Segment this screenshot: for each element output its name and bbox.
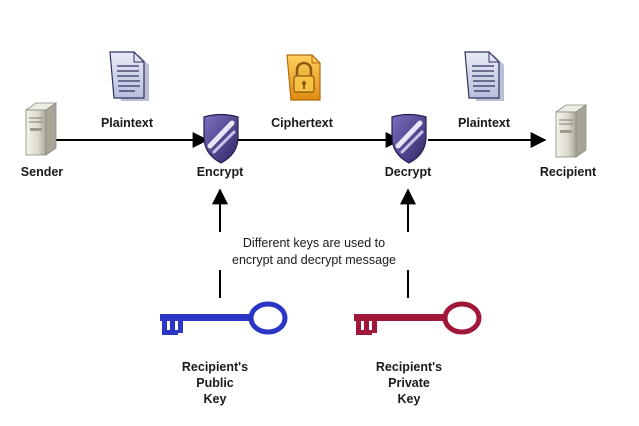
public-key-icon [160,301,288,335]
private-key-label-line-2: Private [388,376,430,390]
plaintext-document-icon-2 [464,51,504,101]
lock-file-icon [286,54,321,101]
note-line-1: Different keys are used to [243,236,385,250]
public-key-label-line-2: Public [196,376,234,390]
private-key-icon [354,301,482,335]
plaintext-document-icon [109,51,149,101]
decrypt-shield-icon [391,113,427,164]
decrypt-label: Decrypt [385,165,432,179]
recipient-label: Recipient [540,165,597,179]
recipient-server-icon [554,104,588,158]
plaintext-out-label: Plaintext [458,116,511,130]
note-background [212,232,417,270]
private-key-label-line-3: Key [398,392,421,406]
plaintext-in-label: Plaintext [101,116,154,130]
encrypt-label: Encrypt [197,165,244,179]
sender-server-icon [24,102,58,156]
encrypt-shield-icon [203,113,239,164]
ciphertext-label: Ciphertext [271,116,334,130]
private-key-label-line-1: Recipient's [376,360,442,374]
public-key-label-line-3: Key [204,392,227,406]
note-line-2: encrypt and decrypt message [232,253,396,267]
sender-label: Sender [21,165,64,179]
public-key-label-line-1: Recipient's [182,360,248,374]
